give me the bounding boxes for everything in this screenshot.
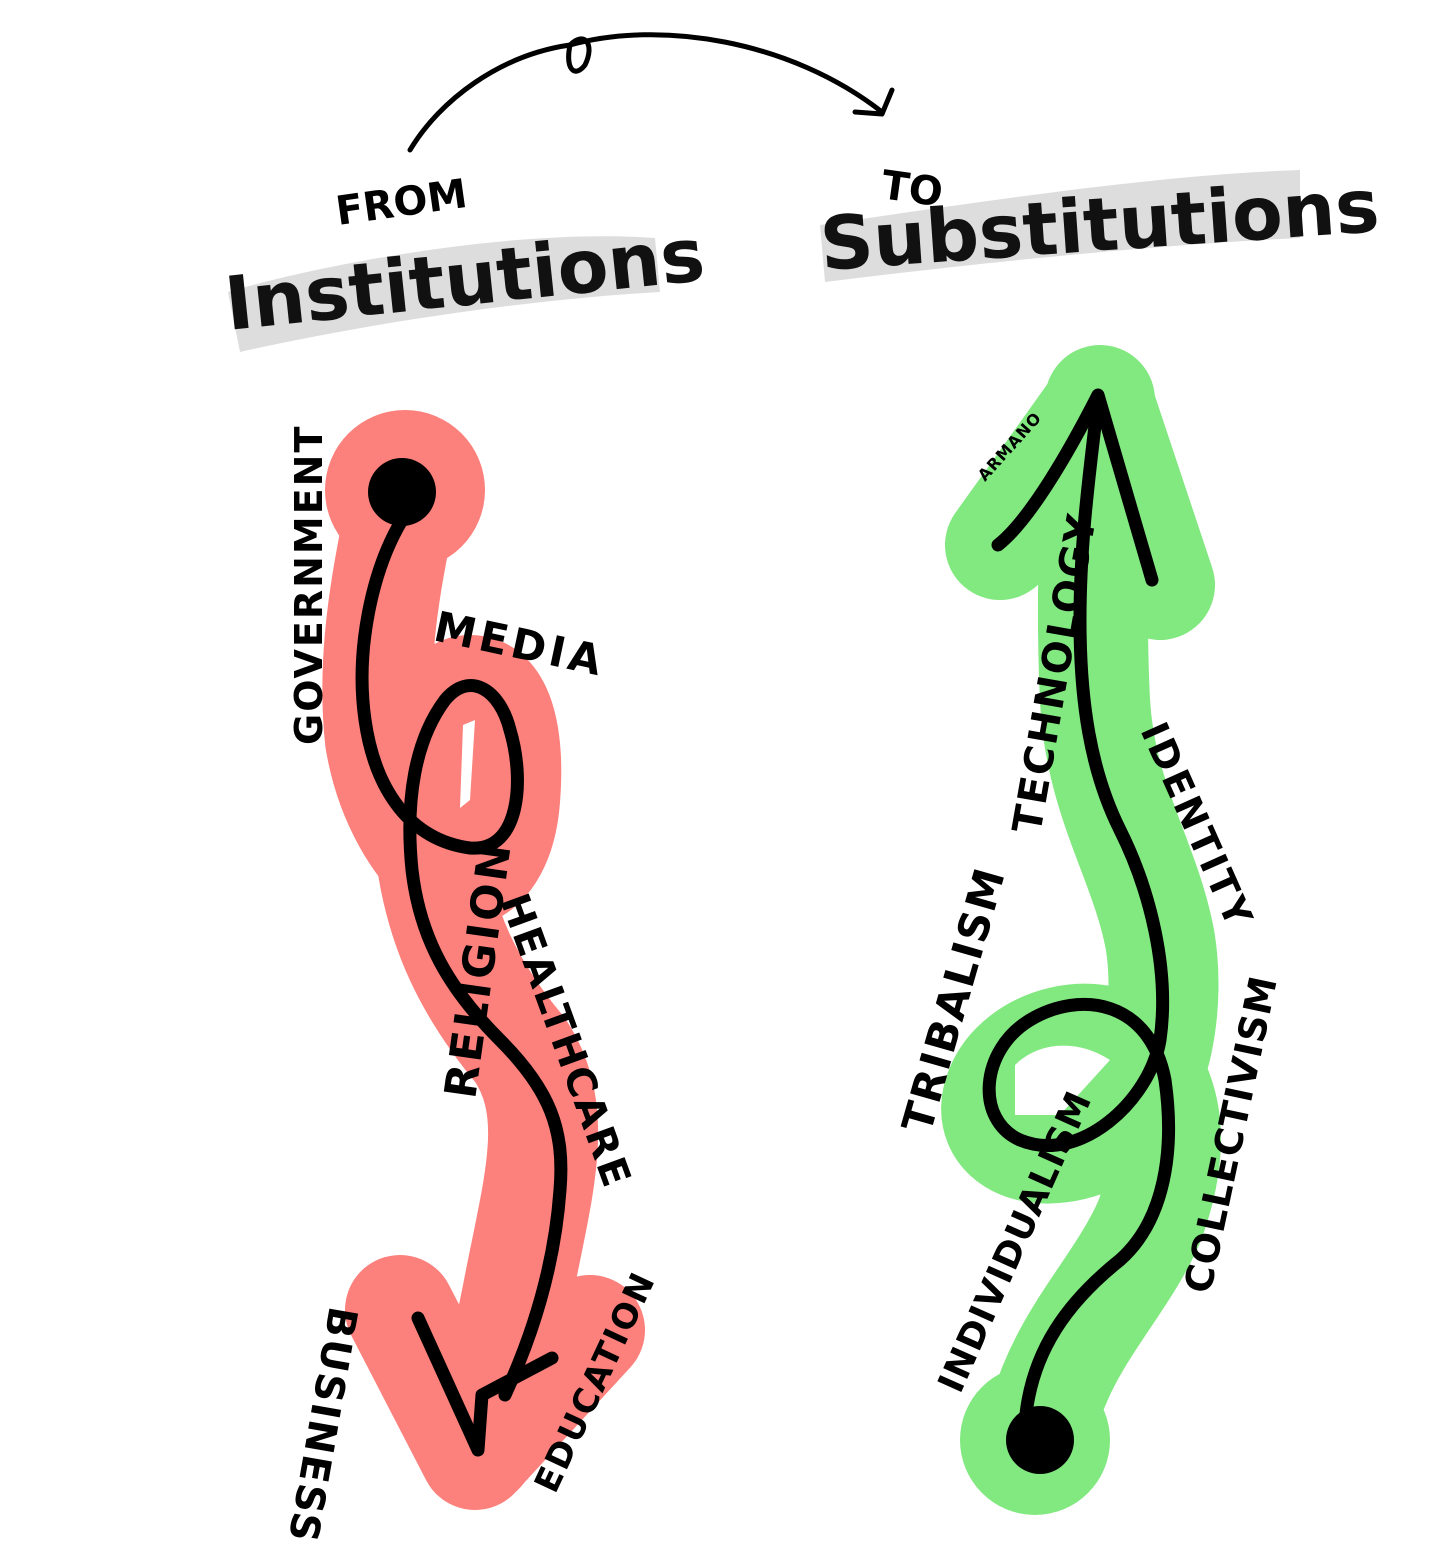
from-header: FROM Institutions <box>221 171 709 352</box>
to-title-highlight <box>820 170 1300 282</box>
from-title: Institutions <box>221 212 709 348</box>
transition-arc <box>407 32 885 153</box>
from-title-highlight <box>228 236 660 352</box>
substitutions-end-dot <box>1006 1406 1074 1474</box>
institutions-start-dot <box>368 458 436 526</box>
label-government: GOVERNMENT <box>287 425 331 745</box>
institutions-loop-gap <box>460 720 475 808</box>
to-header: TO Substitutions <box>817 162 1382 288</box>
from-label: FROM <box>333 171 470 235</box>
substitutions-arrowhead <box>991 388 1159 587</box>
institutions-arrowhead <box>411 1311 559 1457</box>
institutions-line <box>355 513 568 1402</box>
substitutions-line <box>982 393 1175 1432</box>
transition-arrowhead <box>852 87 895 117</box>
to-label: TO <box>879 162 946 216</box>
substitutions-path <box>941 345 1221 1515</box>
substitutions-loop-gap <box>1015 1045 1110 1115</box>
label-business: BUSINESS <box>279 1303 366 1547</box>
transition-arrow <box>407 32 895 153</box>
institutions-path <box>322 410 645 1510</box>
